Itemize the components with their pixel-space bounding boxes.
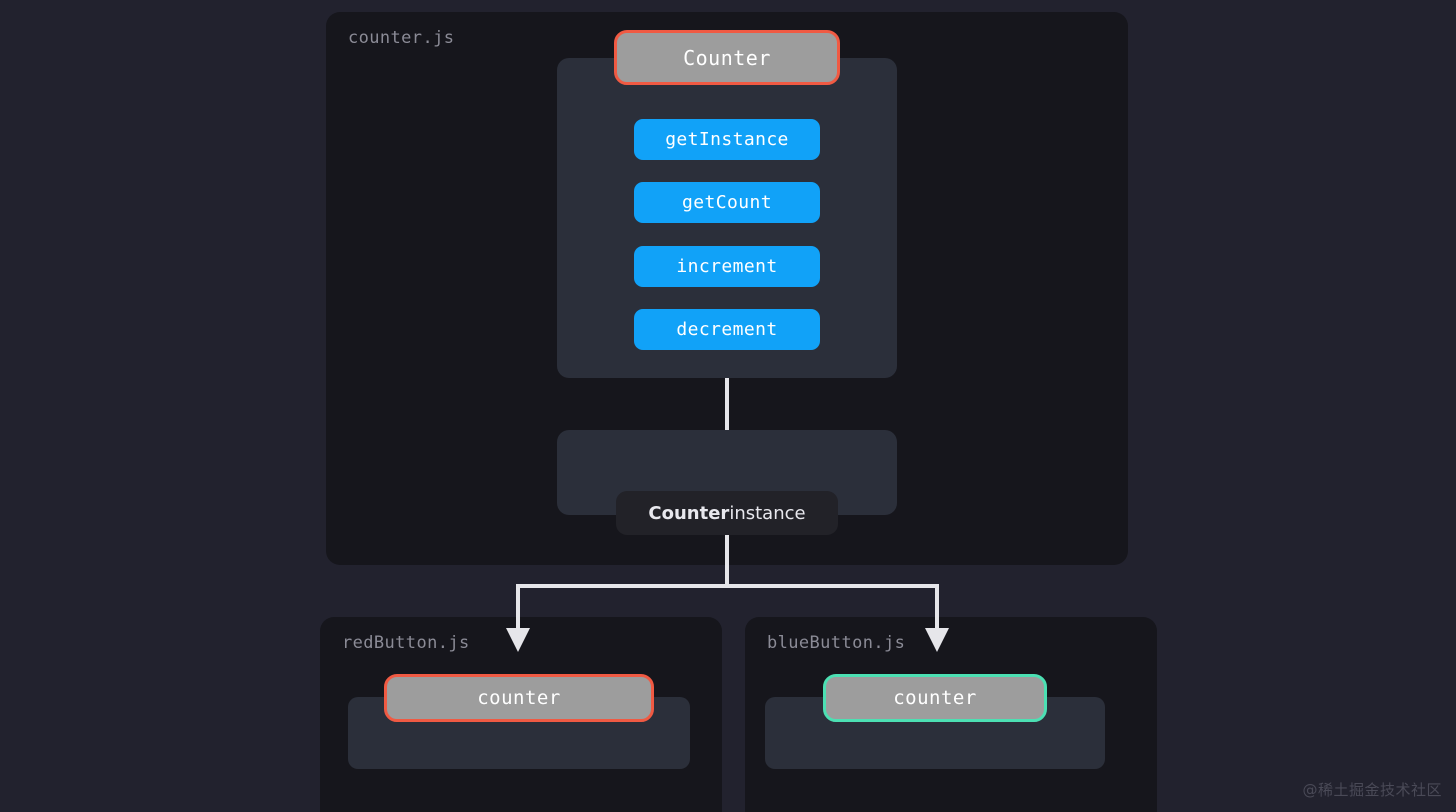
method-get-count[interactable]: getCount [634, 182, 820, 223]
instance-label-strong: Counter [648, 502, 730, 524]
panel-title-counter-js: counter.js [348, 28, 455, 48]
method-decrement[interactable]: decrement [634, 309, 820, 350]
method-increment[interactable]: increment [634, 246, 820, 287]
method-get-instance[interactable]: getInstance [634, 119, 820, 160]
panel-title-blue-button-js: blueButton.js [767, 633, 906, 653]
instance-label-normal: instance [729, 502, 806, 524]
watermark-text: @稀土掘金技术社区 [1302, 781, 1442, 799]
panel-title-red-button-js: redButton.js [342, 633, 470, 653]
node-counter-class[interactable]: Counter [614, 30, 840, 85]
node-counter-blue[interactable]: counter [823, 674, 1047, 722]
counter-instance-label: Counter instance [616, 491, 838, 535]
node-counter-red[interactable]: counter [384, 674, 654, 722]
